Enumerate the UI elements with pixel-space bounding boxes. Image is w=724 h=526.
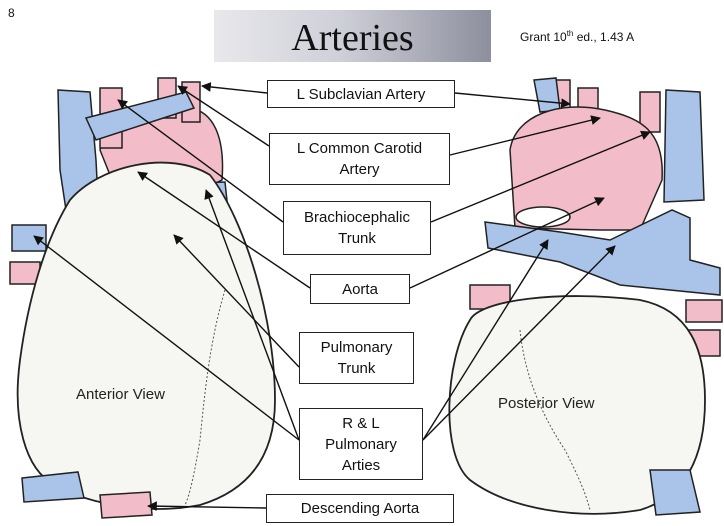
posterior-view-label: Posterior View bbox=[498, 395, 594, 412]
label-lcc-line2: Artery bbox=[270, 159, 449, 180]
posterior-ivc bbox=[650, 470, 700, 515]
label-aorta-text: Aorta bbox=[311, 279, 409, 300]
label-pt-line1: Pulmonary bbox=[300, 337, 413, 358]
label-rlp-line3: Arties bbox=[300, 455, 422, 476]
posterior-heart bbox=[449, 78, 722, 515]
anterior-desc-aorta bbox=[100, 492, 152, 518]
posterior-blue-top bbox=[534, 78, 560, 112]
label-brachiocephalic: Brachiocephalic Trunk bbox=[283, 201, 431, 255]
arrow-lsub-left bbox=[202, 86, 267, 93]
label-pt-line2: Trunk bbox=[300, 358, 413, 379]
anterior-view-label: Anterior View bbox=[76, 386, 165, 403]
label-brach-line2: Trunk bbox=[284, 228, 430, 249]
posterior-pink-3 bbox=[686, 300, 722, 322]
label-rlp-line1: R & L bbox=[300, 413, 422, 434]
anterior-left-vein bbox=[12, 225, 46, 251]
label-l-common-carotid: L Common Carotid Artery bbox=[269, 133, 450, 185]
anterior-ivc bbox=[22, 472, 84, 502]
label-rl-pulmonary: R & L Pulmonary Arties bbox=[299, 408, 423, 480]
anterior-heart bbox=[10, 78, 275, 518]
label-l-subclavian: L Subclavian Artery bbox=[267, 80, 455, 108]
label-l-subclavian-text: L Subclavian Artery bbox=[268, 84, 454, 105]
posterior-svc bbox=[664, 90, 704, 202]
anterior-heart-body bbox=[18, 163, 275, 509]
label-desc-text: Descending Aorta bbox=[267, 498, 453, 519]
label-aorta: Aorta bbox=[310, 274, 410, 304]
label-pulmonary-trunk: Pulmonary Trunk bbox=[299, 332, 414, 384]
label-descending-aorta: Descending Aorta bbox=[266, 494, 454, 523]
label-lcc-line1: L Common Carotid bbox=[270, 138, 449, 159]
label-rlp-line2: Pulmonary bbox=[300, 434, 422, 455]
label-brach-line1: Brachiocephalic bbox=[284, 207, 430, 228]
